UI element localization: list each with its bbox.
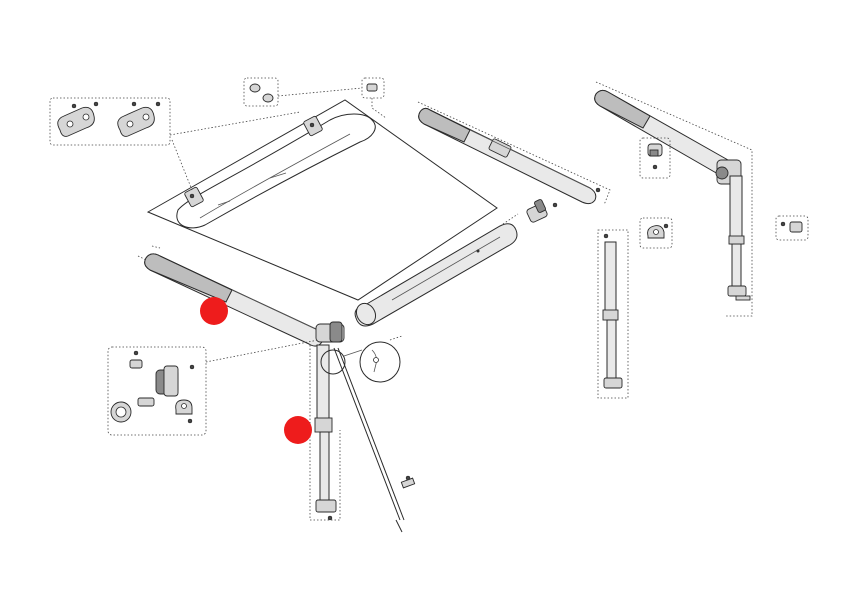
tension-rod[interactable] — [333, 347, 416, 533]
end-bracket-kit[interactable] — [49, 97, 301, 191]
side-arm-right[interactable] — [594, 81, 753, 317]
fabric-roller-assembly[interactable] — [146, 99, 498, 301]
cap-screws-kit[interactable] — [243, 77, 387, 119]
marker-front-arm[interactable] — [200, 297, 228, 325]
front-leg-center[interactable] — [597, 229, 629, 399]
joint-detail-callout — [320, 335, 403, 383]
front-rail-tube[interactable] — [353, 213, 519, 328]
small-fitting-kit[interactable] — [639, 137, 809, 249]
joint-hardware-kit[interactable] — [107, 339, 319, 436]
end-cap-kit[interactable] — [526, 199, 558, 223]
side-arm-left[interactable] — [137, 245, 345, 347]
marker-front-leg[interactable] — [284, 416, 312, 444]
rear-arm-tube[interactable] — [417, 101, 611, 206]
